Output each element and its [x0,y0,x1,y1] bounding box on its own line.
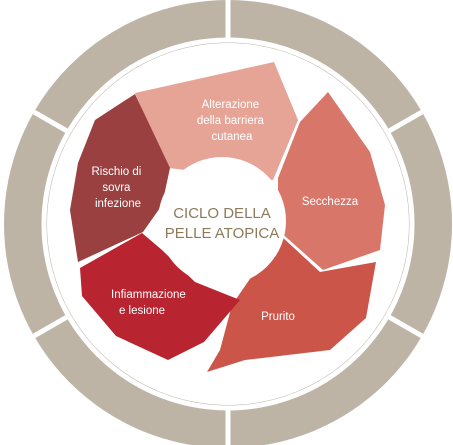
center-disc: CICLO DELLA PELLE ATOPICA [158,157,286,285]
label-infiammazione: Infiammazione e lesione [111,289,189,317]
ring-separators [32,0,424,445]
segment-alterazione [135,62,298,180]
center-title-line2: PELLE ATOPICA [165,225,280,242]
ring-separator [386,313,424,339]
segment-labels: Alterazione della barriera cutanea Secch… [91,99,358,323]
segment-infiammazione [80,233,240,360]
label-rischio: Rischio di sovra infezione [91,166,144,210]
segment-secchezza [278,92,385,270]
ring-separator [386,109,424,135]
segment-prurito [207,235,376,372]
ring-separator [32,109,70,135]
center-circle [158,157,286,285]
ring-separator [32,313,70,339]
label-secchezza: Secchezza [302,196,359,208]
label-alterazione: Alterazione della barriera cutanea [197,99,267,143]
center-title-line1: CICLO DELLA [173,205,271,222]
segment-rischio [70,94,170,262]
cycle-segments [70,62,385,372]
label-prurito: Prurito [261,311,295,323]
